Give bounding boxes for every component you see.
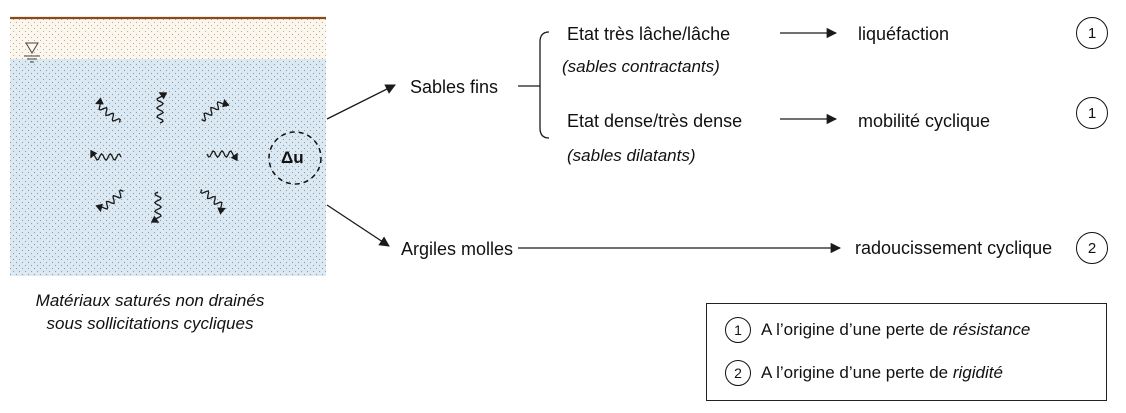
caption-line-2: sous sollicitations cycliques bbox=[0, 312, 300, 335]
argiles-molles-label: Argiles molles bbox=[401, 240, 513, 258]
liquefaction-label: liquéfaction bbox=[858, 25, 949, 43]
caption-line-1: Matériaux saturés non drainés bbox=[0, 289, 300, 312]
legend-box: 1 A l’origine d’une perte de résistance … bbox=[706, 303, 1107, 401]
sables-fins-label: Sables fins bbox=[410, 78, 498, 96]
dense-state-label: Etat dense/très dense bbox=[567, 112, 742, 130]
loose-result-badge: 1 bbox=[1076, 17, 1108, 49]
dense-note-label: (sables dilatants) bbox=[567, 147, 696, 164]
argiles-result-badge: 2 bbox=[1076, 232, 1108, 264]
legend-text-2-prefix: A l’origine d’une perte de bbox=[761, 363, 953, 382]
legend-text-1-prefix: A l’origine d’une perte de bbox=[761, 320, 953, 339]
legend-text-2-emph: rigidité bbox=[953, 363, 1003, 382]
legend-badge-2: 2 bbox=[725, 360, 751, 386]
legend-text-2: A l’origine d’une perte de rigidité bbox=[761, 363, 1003, 383]
dense-result-badge: 1 bbox=[1076, 97, 1108, 129]
delta-u-label: Δu bbox=[281, 149, 304, 166]
legend-text-1: A l’origine d’une perte de résistance bbox=[761, 320, 1030, 340]
loose-state-label: Etat très lâche/lâche bbox=[567, 25, 730, 43]
legend-item-2: 2 A l’origine d’une perte de rigidité bbox=[725, 360, 1003, 386]
legend-item-1: 1 A l’origine d’une perte de résistance bbox=[725, 317, 1030, 343]
legend-text-1-emph: résistance bbox=[953, 320, 1030, 339]
loose-note-label: (sables contractants) bbox=[562, 58, 720, 75]
radoucissement-label: radoucissement cyclique bbox=[855, 239, 1052, 257]
mobilite-cyclique-label: mobilité cyclique bbox=[858, 112, 990, 130]
legend-badge-1: 1 bbox=[725, 317, 751, 343]
soil-caption: Matériaux saturés non drainés sous solli… bbox=[0, 289, 300, 335]
